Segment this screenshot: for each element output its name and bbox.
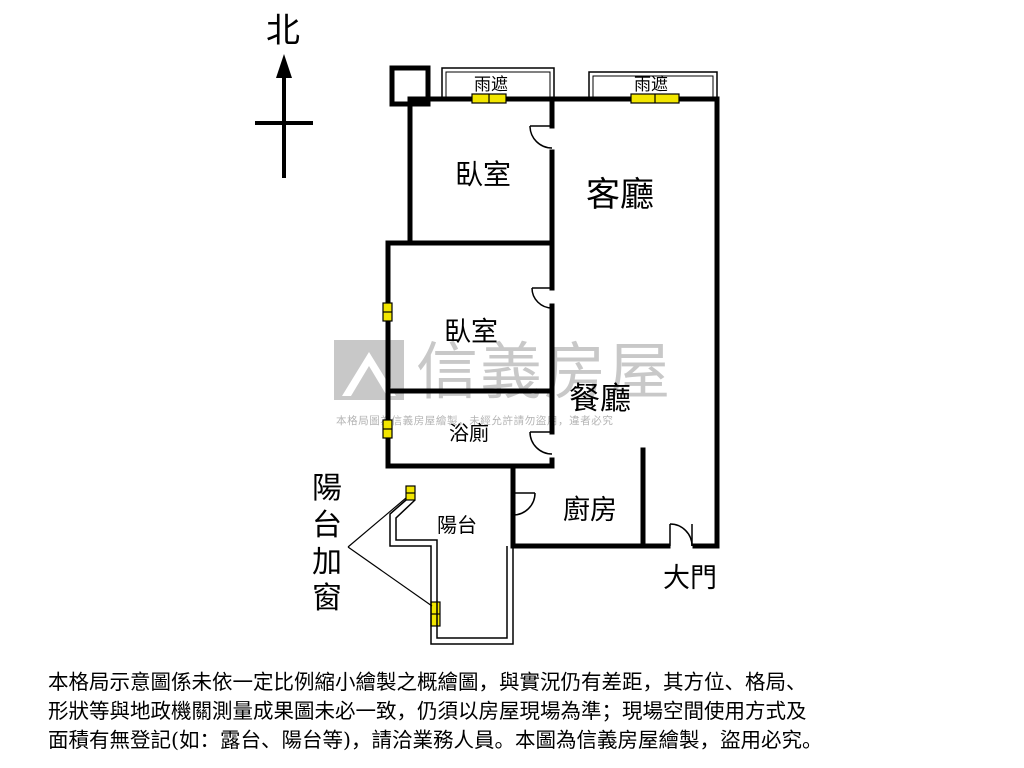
watermark-notice: 本格局圖為信義房屋繪製，未經允許請勿盜用，違者必究 (336, 414, 614, 427)
balcony-window-note-char: 台 (312, 508, 342, 543)
balcony-window-note: 陽 台 加 窗 (312, 471, 342, 616)
bathroom-label: 浴廁 (449, 421, 489, 445)
door-north-bedroom-icon (529, 125, 553, 149)
watermark-brand: 信義房屋 (416, 335, 672, 408)
main-door-label: 大門 (663, 563, 717, 594)
kitchen-label: 廚房 (563, 495, 617, 526)
bedroom-middle-label: 臥室 (444, 317, 498, 348)
floor-plan: 信義房屋 本格局圖為信義房屋繪製，未經允許請勿盜用，違者必究 北 (255, 11, 720, 645)
room-labels: 雨遮 雨遮 臥室 客廳 臥室 餐廳 浴廁 廚房 陽台 大門 (437, 75, 717, 594)
balcony-window-note-char: 加 (312, 545, 342, 580)
balcony-window-note-char: 陽 (312, 471, 342, 506)
window-middle-bedroom-icon (382, 302, 393, 322)
window-top-left-icon (471, 93, 507, 104)
door-bathroom-icon (529, 431, 553, 455)
bedroom-north-label: 臥室 (455, 158, 511, 191)
watermark-logo-icon (334, 340, 404, 400)
disclaimer-line: 面積有無登記(如：露台、陽台等)，請洽業務人員。本圖為信義房屋繪製，盜用必究。 (48, 728, 823, 752)
awning-right-label: 雨遮 (634, 75, 668, 95)
dining-room-label: 餐廳 (569, 381, 631, 417)
door-middle-bedroom-icon (531, 287, 553, 309)
disclaimer-line: 形狀等與地政機關測量成果圖未必一致，仍須以房屋現場為準；現場空間使用方式及 (48, 699, 807, 723)
north-label: 北 (266, 11, 300, 51)
window-bathroom-icon (382, 419, 393, 439)
watermark: 信義房屋 本格局圖為信義房屋繪製，未經允許請勿盜用，違者必究 (334, 335, 672, 427)
disclaimer: 本格局示意圖係未依一定比例縮小繪製之概繪圖，與實況仍有差距，其方位、格局、 形狀… (48, 668, 988, 755)
balcony-outline (389, 499, 514, 645)
window-balcony-bottom-icon (430, 601, 441, 627)
window-top-right-icon (630, 93, 680, 104)
living-room-label: 客廳 (586, 175, 654, 215)
window-balcony-top-icon (405, 485, 416, 501)
north-arrow-icon (255, 54, 313, 178)
awning-left-label: 雨遮 (474, 75, 508, 95)
balcony-label: 陽台 (437, 513, 477, 537)
door-balcony-icon (512, 492, 536, 516)
balcony-window-note-char: 窗 (312, 581, 342, 616)
balcony-window-callout (347, 497, 433, 607)
disclaimer-line: 本格局示意圖係未依一定比例縮小繪製之概繪圖，與實況仍有差距，其方位、格局、 (48, 670, 807, 694)
door-swings (512, 125, 693, 547)
main-door-icon (669, 523, 693, 547)
walls (385, 96, 720, 549)
north-compass: 北 (255, 11, 313, 178)
windows (382, 93, 680, 627)
